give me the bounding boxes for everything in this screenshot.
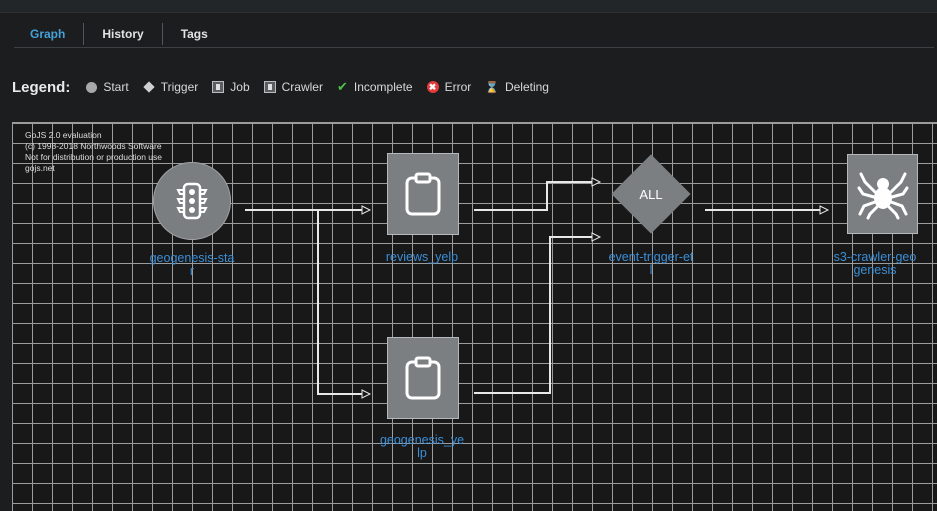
legend-label: Deleting (504, 80, 549, 94)
watermark-line: (c) 1998-2018 Northwoods Software (25, 141, 162, 151)
node-label-line: lp (417, 446, 427, 460)
legend-item-error: ✖ Error (426, 80, 472, 94)
legend-label: Crawler (281, 80, 323, 94)
node-label-line: geogenesis_ye (379, 433, 465, 447)
node-label-line: r (189, 264, 195, 278)
node-label-line: l (649, 263, 653, 277)
node-label-line: event-trigger-et (608, 250, 694, 264)
edge-geogenesis-to-trigger (474, 236, 592, 394)
node-label-line: geogenesis-sta (149, 251, 235, 265)
crawler-node-s3-crawler[interactable] (847, 154, 918, 234)
tab-bar: Graph History Tags (14, 20, 226, 48)
legend-item-trigger: Trigger (143, 80, 199, 94)
legend-item-start: Start (86, 80, 129, 94)
tab-separator (83, 23, 85, 45)
job-node-geogenesis-yelp[interactable] (387, 337, 459, 419)
job-node-label: geogenesis_ye lp (367, 434, 477, 460)
start-node-label: geogenesis-sta r (137, 252, 247, 278)
trigger-node-text: ALL (639, 187, 663, 202)
clipboard-icon (405, 356, 441, 400)
legend-label: Start (103, 80, 129, 94)
edge-arrowhead (591, 232, 602, 242)
job-icon (212, 81, 225, 93)
tab-divider (14, 47, 934, 48)
gojs-watermark: GoJS 2.0 evaluation (c) 1998-2018 Northw… (25, 130, 162, 174)
trigger-node-label: event-trigger-et l (596, 251, 706, 277)
legend-label: Error (444, 80, 472, 94)
start-node-geogenesis[interactable] (153, 162, 231, 240)
tab-history[interactable]: History (102, 27, 144, 41)
job-node-label: reviews_yelp (367, 251, 477, 264)
edge-arrowhead (361, 205, 372, 215)
hourglass-icon: ⌛ (485, 81, 499, 94)
legend-label: Job (230, 80, 250, 94)
check-icon: ✔ (336, 79, 348, 94)
clipboard-icon (405, 172, 441, 216)
edge-start-to-geogenesis (317, 210, 362, 395)
legend-item-deleting: ⌛ Deleting (485, 80, 549, 94)
crawler-node-label: s3-crawler-geo genesis (820, 251, 930, 277)
legend-title: Legend: (12, 78, 71, 96)
legend-item-crawler: Crawler (263, 80, 323, 94)
watermark-line: Not for distribution or production use (25, 152, 163, 162)
legend-item-incomplete: ✔ Incomplete (337, 79, 413, 95)
edge-reviews-to-trigger (474, 181, 592, 211)
watermark-line: GoJS 2.0 evaluation (25, 130, 102, 140)
node-label-line: reviews_yelp (385, 250, 459, 264)
watermark-line: gojs.net (25, 163, 55, 173)
spider-icon (857, 172, 908, 220)
edge-arrowhead (591, 177, 602, 187)
workflow-graph-canvas[interactable]: GoJS 2.0 evaluation (c) 1998-2018 Northw… (12, 122, 937, 511)
error-icon: ✖ (426, 81, 439, 93)
legend-item-job: Job (212, 80, 250, 94)
crawler-icon (263, 81, 276, 93)
top-toolbar-strip (0, 0, 937, 13)
job-node-reviews-yelp[interactable] (387, 153, 459, 235)
traffic-light-icon (176, 182, 208, 220)
tab-graph[interactable]: Graph (30, 27, 66, 41)
edge-arrowhead (819, 205, 830, 215)
tab-separator (161, 23, 163, 45)
edge-arrowhead (361, 389, 372, 399)
tab-tags[interactable]: Tags (180, 27, 208, 41)
node-label-line: s3-crawler-geo (833, 250, 917, 264)
node-label-line: genesis (853, 263, 897, 277)
legend-label: Incomplete (353, 80, 413, 94)
trigger-diamond-icon (143, 81, 155, 93)
legend: Legend: Start Trigger Job Crawler ✔ Inco… (12, 76, 563, 98)
graph-edges (245, 177, 830, 399)
legend-label: Trigger (160, 80, 199, 94)
start-circle-icon (86, 81, 98, 93)
